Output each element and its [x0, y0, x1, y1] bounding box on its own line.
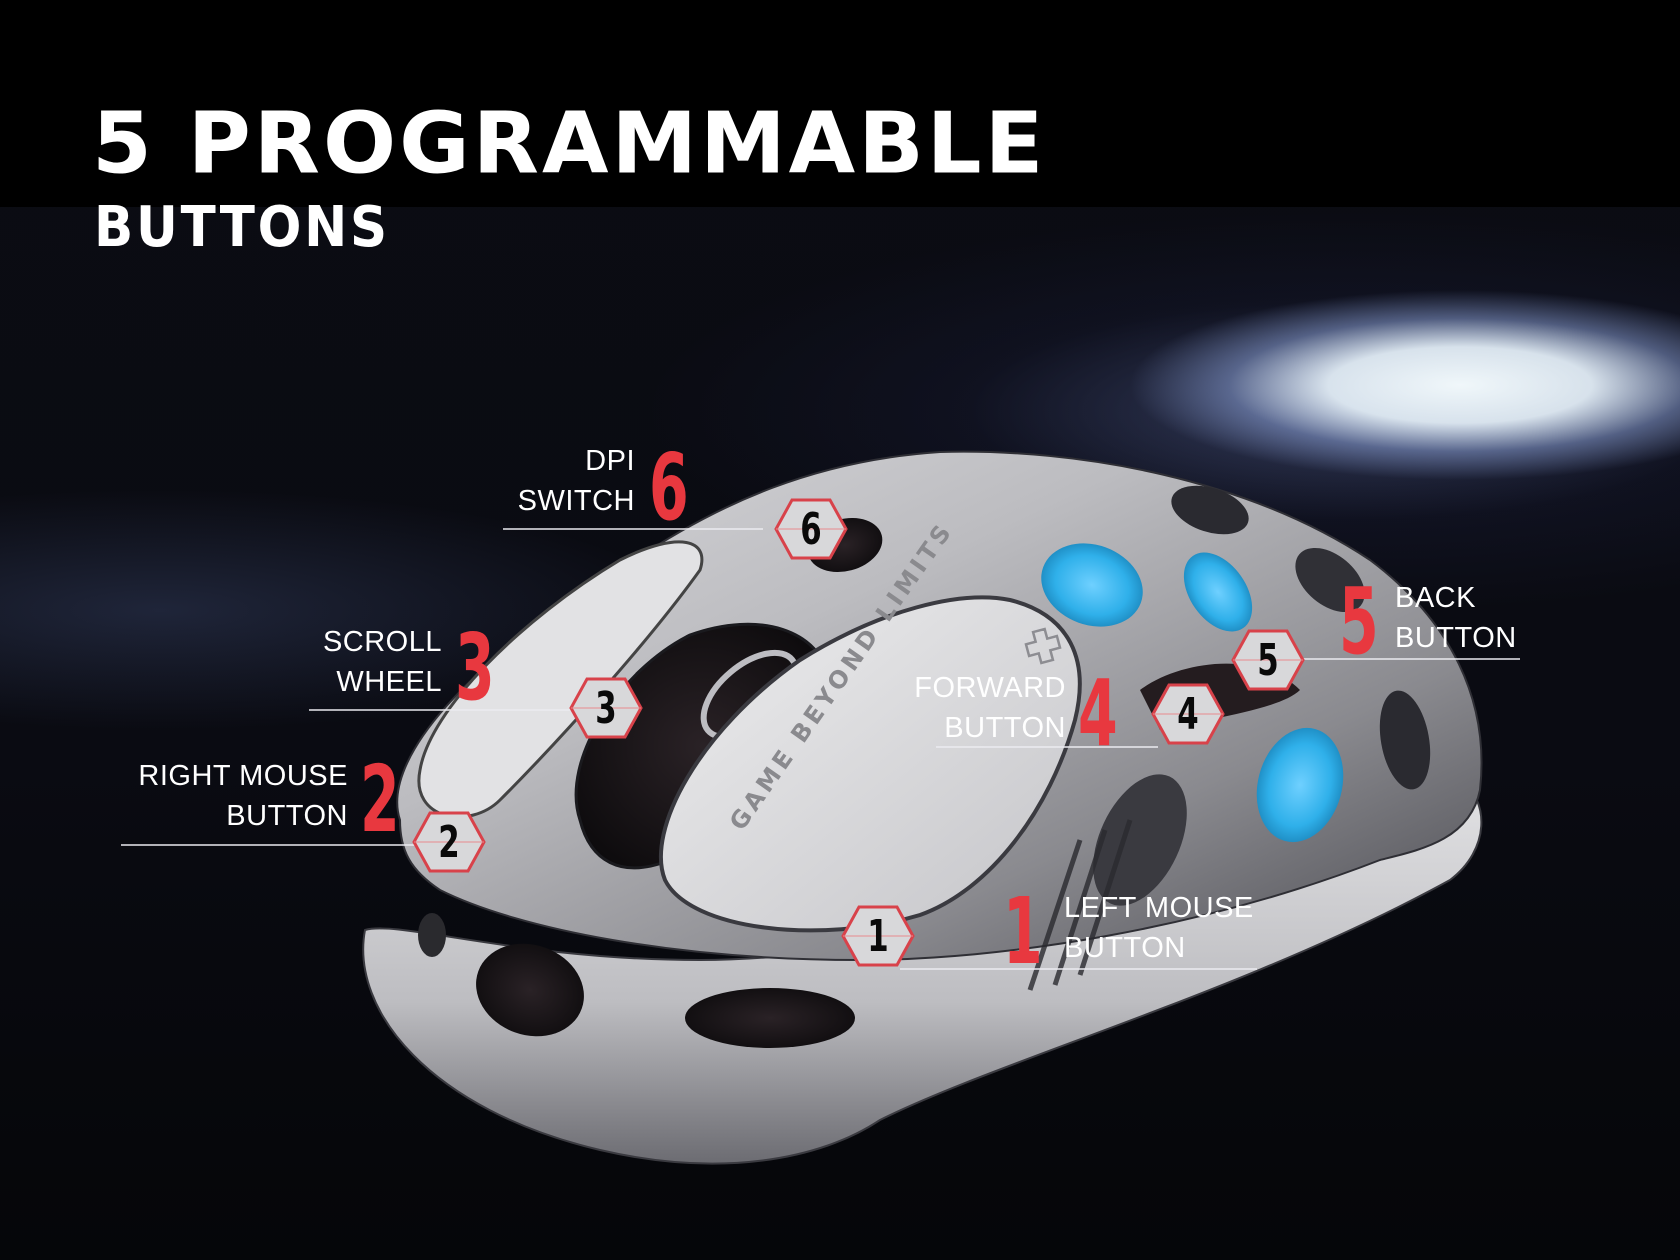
- hexagon-icon: [569, 677, 643, 739]
- hex-badge-2[interactable]: 2: [412, 810, 486, 874]
- callout-label: RIGHT MOUSE BUTTON: [138, 760, 348, 832]
- blue-accent: [1041, 543, 1143, 627]
- callout-number: 2: [360, 746, 400, 853]
- right-mouse-button-shape: [417, 540, 704, 819]
- leader-line: [900, 968, 1257, 970]
- hexagon-icon: [1231, 629, 1305, 691]
- callout-number: 3: [455, 614, 495, 721]
- hex-badge-1[interactable]: 1: [841, 904, 915, 968]
- hexagon-icon: [841, 905, 915, 967]
- callout-number: 4: [1078, 660, 1118, 767]
- hexagon-icon: [412, 811, 486, 873]
- callout-number: 1: [1003, 878, 1043, 985]
- hex-badge-3[interactable]: 3: [569, 676, 643, 740]
- callout-number: 6: [649, 434, 689, 541]
- callout-number: 5: [1339, 568, 1379, 675]
- callout-label: BACK BUTTON: [1395, 582, 1517, 654]
- callout-label: DPI SWITCH: [517, 445, 635, 517]
- leader-line: [503, 528, 763, 530]
- cross-outline-icon: [1024, 627, 1062, 665]
- hex-badge-4[interactable]: 4: [1151, 682, 1225, 746]
- hex-badge-6[interactable]: 6: [774, 497, 848, 561]
- page-title: 5 PROGRAMMABLE: [92, 95, 1047, 194]
- leader-line: [309, 709, 572, 711]
- callout-label: FORWARD BUTTON: [914, 672, 1066, 744]
- callout-label: SCROLL WHEEL: [322, 626, 442, 698]
- leader-line: [1300, 658, 1520, 660]
- hex-badge-5[interactable]: 5: [1231, 628, 1305, 692]
- hexagon-icon: [774, 498, 848, 560]
- hexagon-icon: [1151, 683, 1225, 745]
- page-subtitle: BUTTONS: [94, 195, 390, 260]
- callout-label: LEFT MOUSE BUTTON: [1064, 892, 1254, 964]
- leader-line: [121, 844, 421, 846]
- leader-line: [936, 746, 1158, 748]
- title-band: [0, 0, 1680, 207]
